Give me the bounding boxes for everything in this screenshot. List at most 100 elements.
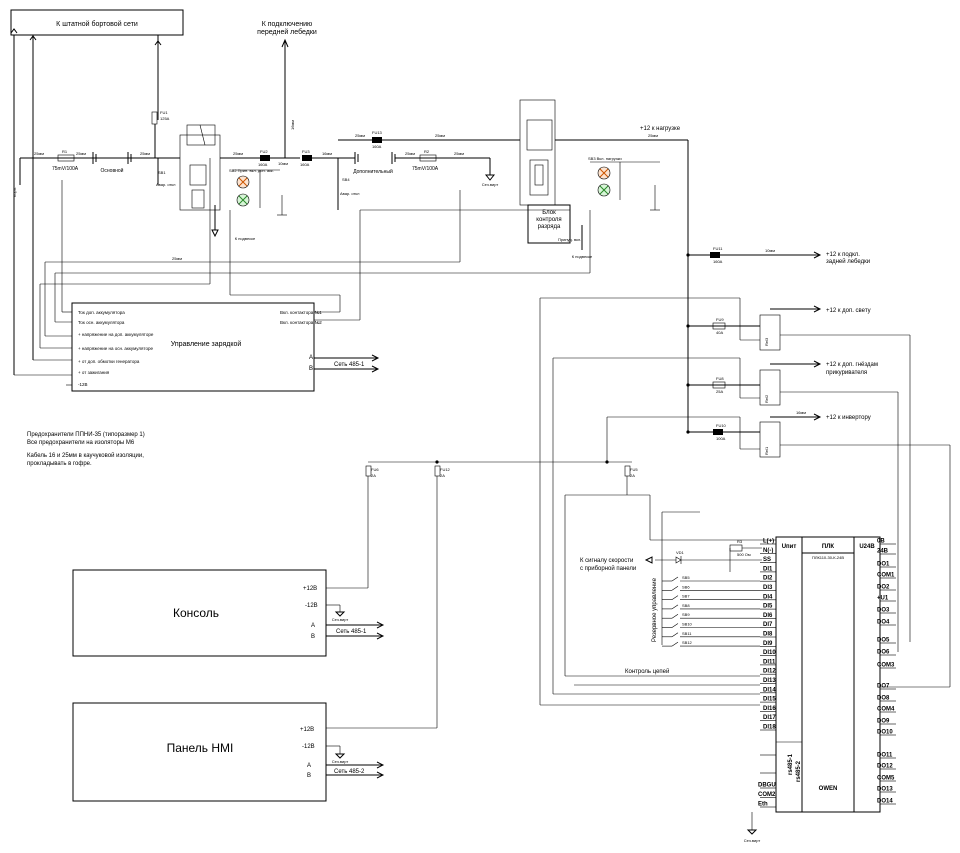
plc-right-pin: COM1 bbox=[877, 573, 895, 579]
svg-text:+ от зажигания: + от зажигания bbox=[78, 370, 110, 375]
plc-right-pin: 0В bbox=[877, 539, 885, 545]
svg-text:FU5: FU5 bbox=[630, 467, 638, 472]
svg-text:Основной: Основной bbox=[101, 167, 124, 174]
switch-label: SB11 bbox=[682, 631, 692, 636]
svg-text:100A: 100A bbox=[716, 436, 726, 441]
plc-right-pin: COM3 bbox=[877, 663, 895, 669]
svg-text:+12 к нагрузке: +12 к нагрузке bbox=[640, 126, 681, 132]
onboard-network-box bbox=[10, 9, 184, 36]
plc-right-pin: DO5 bbox=[877, 638, 890, 644]
onboard-network-label: К штатной бортовой сети bbox=[56, 20, 138, 28]
svg-text:FU9: FU9 bbox=[716, 317, 724, 322]
svg-text:U24В: U24В bbox=[859, 544, 875, 550]
svg-text:Сеч.вирт: Сеч.вирт bbox=[482, 182, 499, 187]
plc-left-pin: DI6 bbox=[763, 613, 773, 619]
svg-text:+ от доп. обмотки генератора: + от доп. обмотки генератора bbox=[78, 359, 140, 364]
svg-text:прикуривателя: прикуривателя bbox=[826, 370, 867, 376]
svg-text:Резервное управление: Резервное управление bbox=[652, 577, 658, 642]
svg-text:+12 к доп. свету: +12 к доп. свету bbox=[826, 308, 871, 314]
svg-text:25мм: 25мм bbox=[172, 256, 182, 261]
console-box bbox=[72, 569, 327, 657]
plc-right-pin: DO2 bbox=[877, 585, 890, 591]
svg-text:75mV/100A: 75mV/100A bbox=[52, 166, 79, 172]
svg-text:FU11: FU11 bbox=[713, 246, 723, 251]
switch-label: SB6 bbox=[682, 584, 690, 589]
svg-text:25мм: 25мм bbox=[34, 151, 44, 156]
svg-text:500 Ом: 500 Ом bbox=[737, 552, 751, 557]
plc-left-pin: DI9 bbox=[763, 641, 773, 647]
note-line-1: Предохранители ППНИ-35 (типоразмер 1) bbox=[27, 432, 145, 438]
svg-text:A: A bbox=[307, 763, 311, 769]
svg-text:R2: R2 bbox=[424, 149, 430, 154]
plc-brand: OWEN bbox=[819, 786, 838, 792]
switch-label: SB5 bbox=[682, 575, 690, 580]
plc-left-pins: L(+)N(-)SSDI1DI2DI3DI4DI5DI6DI7DI8DI9DI1… bbox=[760, 539, 776, 731]
svg-text:160A: 160A bbox=[372, 144, 382, 149]
svg-text:160A: 160A bbox=[300, 162, 310, 167]
svg-text:25мм: 25мм bbox=[454, 151, 464, 156]
svg-text:Вкл. контактора №2: Вкл. контактора №2 bbox=[280, 320, 322, 325]
svg-text:16мм: 16мм bbox=[290, 120, 295, 130]
svg-text:FU2: FU2 bbox=[260, 149, 268, 154]
svg-text:16мм: 16мм bbox=[322, 151, 332, 156]
svg-text:Дополнительный: Дополнительный bbox=[353, 168, 393, 175]
plc-left-pin: DI13 bbox=[763, 678, 776, 684]
svg-text:125A: 125A bbox=[160, 116, 170, 121]
svg-text:25мм: 25мм bbox=[140, 151, 150, 156]
switch-contact bbox=[671, 586, 679, 591]
svg-text:контроля: контроля bbox=[536, 217, 561, 223]
svg-text:Сеть 485-2: Сеть 485-2 bbox=[334, 769, 365, 775]
svg-text:Сеч.вирт: Сеч.вирт bbox=[744, 838, 761, 843]
svg-text:40A: 40A bbox=[716, 330, 723, 335]
svg-text:160A: 160A bbox=[258, 162, 268, 167]
svg-text:Сеть 485-1: Сеть 485-1 bbox=[334, 362, 365, 368]
svg-text:SB4: SB4 bbox=[342, 177, 350, 182]
svg-text:10мм: 10мм bbox=[278, 161, 288, 166]
hmi-panel-box bbox=[72, 702, 327, 802]
svg-text:Сеч.вирт: Сеч.вирт bbox=[332, 617, 349, 622]
plc-box bbox=[775, 536, 881, 813]
svg-text:К сигналу скорости: К сигналу скорости bbox=[580, 558, 633, 564]
svg-text:16мм: 16мм bbox=[796, 410, 806, 415]
svg-text:25мм: 25мм bbox=[233, 151, 243, 156]
svg-text:SB1: SB1 bbox=[158, 170, 166, 175]
discharge-control-block bbox=[527, 204, 571, 244]
plc-right-pin: DO11 bbox=[877, 753, 893, 759]
plc-bottom-pin: DBGU bbox=[758, 783, 776, 789]
svg-text:+12В: +12В bbox=[303, 586, 317, 592]
switch-contact bbox=[671, 641, 679, 647]
svg-text:Блок: Блок bbox=[542, 210, 556, 216]
switch-contact bbox=[671, 576, 679, 582]
plc-right-pin: DO10 bbox=[877, 730, 893, 736]
note-line-4: прокладывать в гофре. bbox=[27, 461, 92, 467]
hmi-title: Панель HMI bbox=[167, 741, 234, 755]
svg-text:2A: 2A bbox=[630, 473, 635, 478]
svg-text:Rel1: Rel1 bbox=[764, 446, 769, 455]
switch-contact bbox=[671, 632, 679, 638]
svg-text:+ напряжение на осн. аккумулят: + напряжение на осн. аккумуляторе bbox=[78, 346, 153, 351]
svg-text:25мм: 25мм bbox=[76, 151, 86, 156]
charger-control-box bbox=[71, 302, 315, 392]
svg-text:FU13: FU13 bbox=[372, 130, 383, 135]
charger-title: Управление зарядкой bbox=[171, 340, 242, 348]
svg-text:К подвеске: К подвеске bbox=[235, 236, 256, 241]
plc-left-pin: DI7 bbox=[763, 622, 773, 628]
plc-left-pin: DI11 bbox=[763, 659, 776, 665]
svg-text:2A: 2A bbox=[440, 473, 445, 478]
plc-right-pin: +U1 bbox=[877, 596, 889, 602]
switch-label: SB8 bbox=[682, 603, 690, 608]
svg-text:FU8: FU8 bbox=[716, 376, 724, 381]
plc-right-pin: DO7 bbox=[877, 684, 890, 690]
svg-text:rs485-2: rs485-2 bbox=[796, 760, 802, 782]
svg-text:Сеть 485-1: Сеть 485-1 bbox=[336, 629, 367, 635]
plc-left-pin: DI15 bbox=[763, 697, 776, 703]
svg-text:Rel3: Rel3 bbox=[764, 337, 769, 346]
svg-text:Вкл. контактора №1: Вкл. контактора №1 bbox=[280, 310, 322, 315]
switch-contact bbox=[671, 613, 679, 619]
svg-text:10мм: 10мм bbox=[765, 248, 775, 253]
svg-text:К подвеске: К подвеске bbox=[572, 254, 593, 259]
svg-text:25мм: 25мм bbox=[648, 133, 658, 138]
svg-text:-12В: -12В bbox=[78, 382, 88, 387]
